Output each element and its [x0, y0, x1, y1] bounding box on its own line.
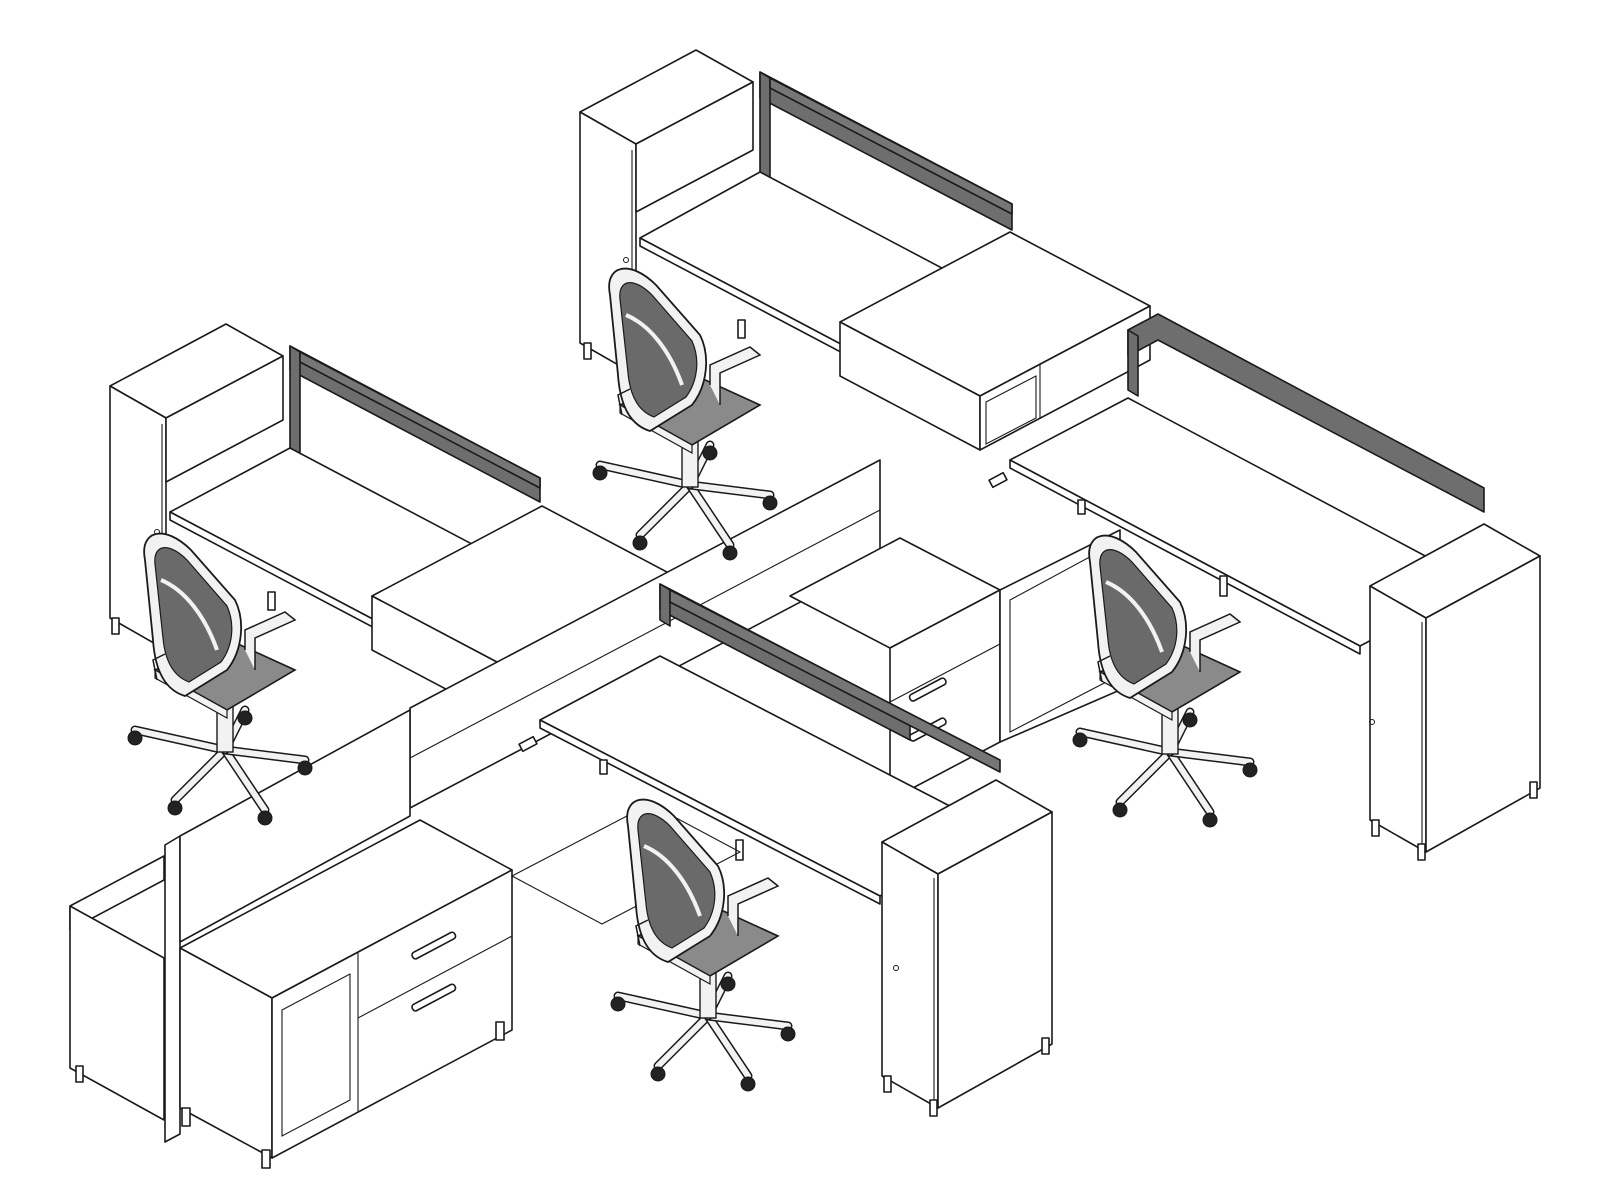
- task-chair-right: [1072, 534, 1258, 828]
- chair-armrest: [709, 346, 762, 405]
- caster-icon: [1112, 802, 1128, 818]
- chair-armrest: [1189, 613, 1242, 672]
- task-chair-front: [610, 798, 796, 1092]
- chair-base-leg-fill: [132, 727, 228, 753]
- chair-armrest: [635, 919, 649, 947]
- back-workstation: [579, 49, 1151, 451]
- front-workstation: [69, 583, 1053, 1169]
- task-chair-left: [127, 532, 313, 826]
- right-storage-tower: [1369, 523, 1541, 861]
- caster-icon: [237, 710, 253, 726]
- chair-back-rib: [160, 578, 219, 651]
- lock-icon: [623, 257, 629, 263]
- caster-icon: [297, 760, 313, 776]
- caster-icon: [592, 465, 608, 481]
- chair-base-leg-fill: [705, 1013, 791, 1029]
- chair-back-mesh: [619, 282, 698, 418]
- chair-base-leg-fill: [1167, 749, 1253, 765]
- caster-icon: [610, 996, 626, 1012]
- chair-base-leg-fill: [615, 993, 711, 1019]
- lock-icon: [1369, 719, 1375, 725]
- drawer-handle-icon: [908, 677, 947, 702]
- chair-back-rib: [625, 313, 684, 386]
- caster-icon: [1072, 732, 1088, 748]
- caster-icon: [1242, 762, 1258, 778]
- front-credenza: [179, 819, 513, 1169]
- chair-armrest: [617, 388, 631, 416]
- chair-base-leg-fill: [597, 462, 693, 488]
- caster-icon: [1182, 712, 1198, 728]
- caster-icon: [650, 1066, 666, 1082]
- chair-armrest: [727, 877, 780, 936]
- power-outlet-icon: [518, 735, 538, 753]
- caster-icon: [722, 545, 738, 561]
- drawer-handle-icon: [411, 931, 457, 960]
- caster-icon: [257, 810, 273, 826]
- chair-back-mesh: [1099, 549, 1178, 685]
- chair-base-leg-fill: [1117, 749, 1173, 805]
- caster-icon: [720, 976, 736, 992]
- chair-armrest: [152, 653, 166, 681]
- caster-icon: [632, 535, 648, 551]
- chair-back-mesh: [637, 813, 716, 949]
- chair-armrest: [244, 611, 297, 670]
- chair-base-leg-fill: [1167, 749, 1213, 815]
- task-chair-back: [592, 267, 778, 561]
- chair-base-leg-fill: [705, 1013, 751, 1079]
- chair-base-leg-fill: [687, 482, 733, 548]
- chair-base-leg-fill: [1077, 729, 1173, 755]
- caster-icon: [740, 1076, 756, 1092]
- front-left-low-cabinet: [69, 855, 165, 1121]
- caster-icon: [702, 445, 718, 461]
- drawer-handle-icon: [411, 983, 457, 1012]
- back-overhead-storage: [839, 231, 1151, 451]
- power-outlet-icon: [988, 471, 1008, 489]
- chair-base-leg-fill: [222, 747, 268, 813]
- chair-armrest: [1097, 655, 1111, 683]
- caster-icon: [167, 800, 183, 816]
- chair-back-rib: [643, 844, 702, 917]
- caster-icon: [127, 730, 143, 746]
- chair-base-leg-fill: [172, 747, 228, 803]
- chair-base-leg-fill: [222, 747, 308, 763]
- chair-base-leg-fill: [687, 482, 773, 498]
- caster-icon: [762, 495, 778, 511]
- front-storage-tower: [881, 779, 1053, 1117]
- caster-icon: [1202, 812, 1218, 828]
- right-pedestal-drawers: [789, 529, 1121, 801]
- caster-icon: [780, 1026, 796, 1042]
- chair-back-rib: [1105, 580, 1164, 653]
- chair-back-mesh: [154, 547, 233, 683]
- chair-base-leg-fill: [637, 482, 693, 538]
- right-workstation: [789, 313, 1541, 861]
- chair-base-leg-fill: [655, 1013, 711, 1069]
- lock-icon: [893, 965, 899, 971]
